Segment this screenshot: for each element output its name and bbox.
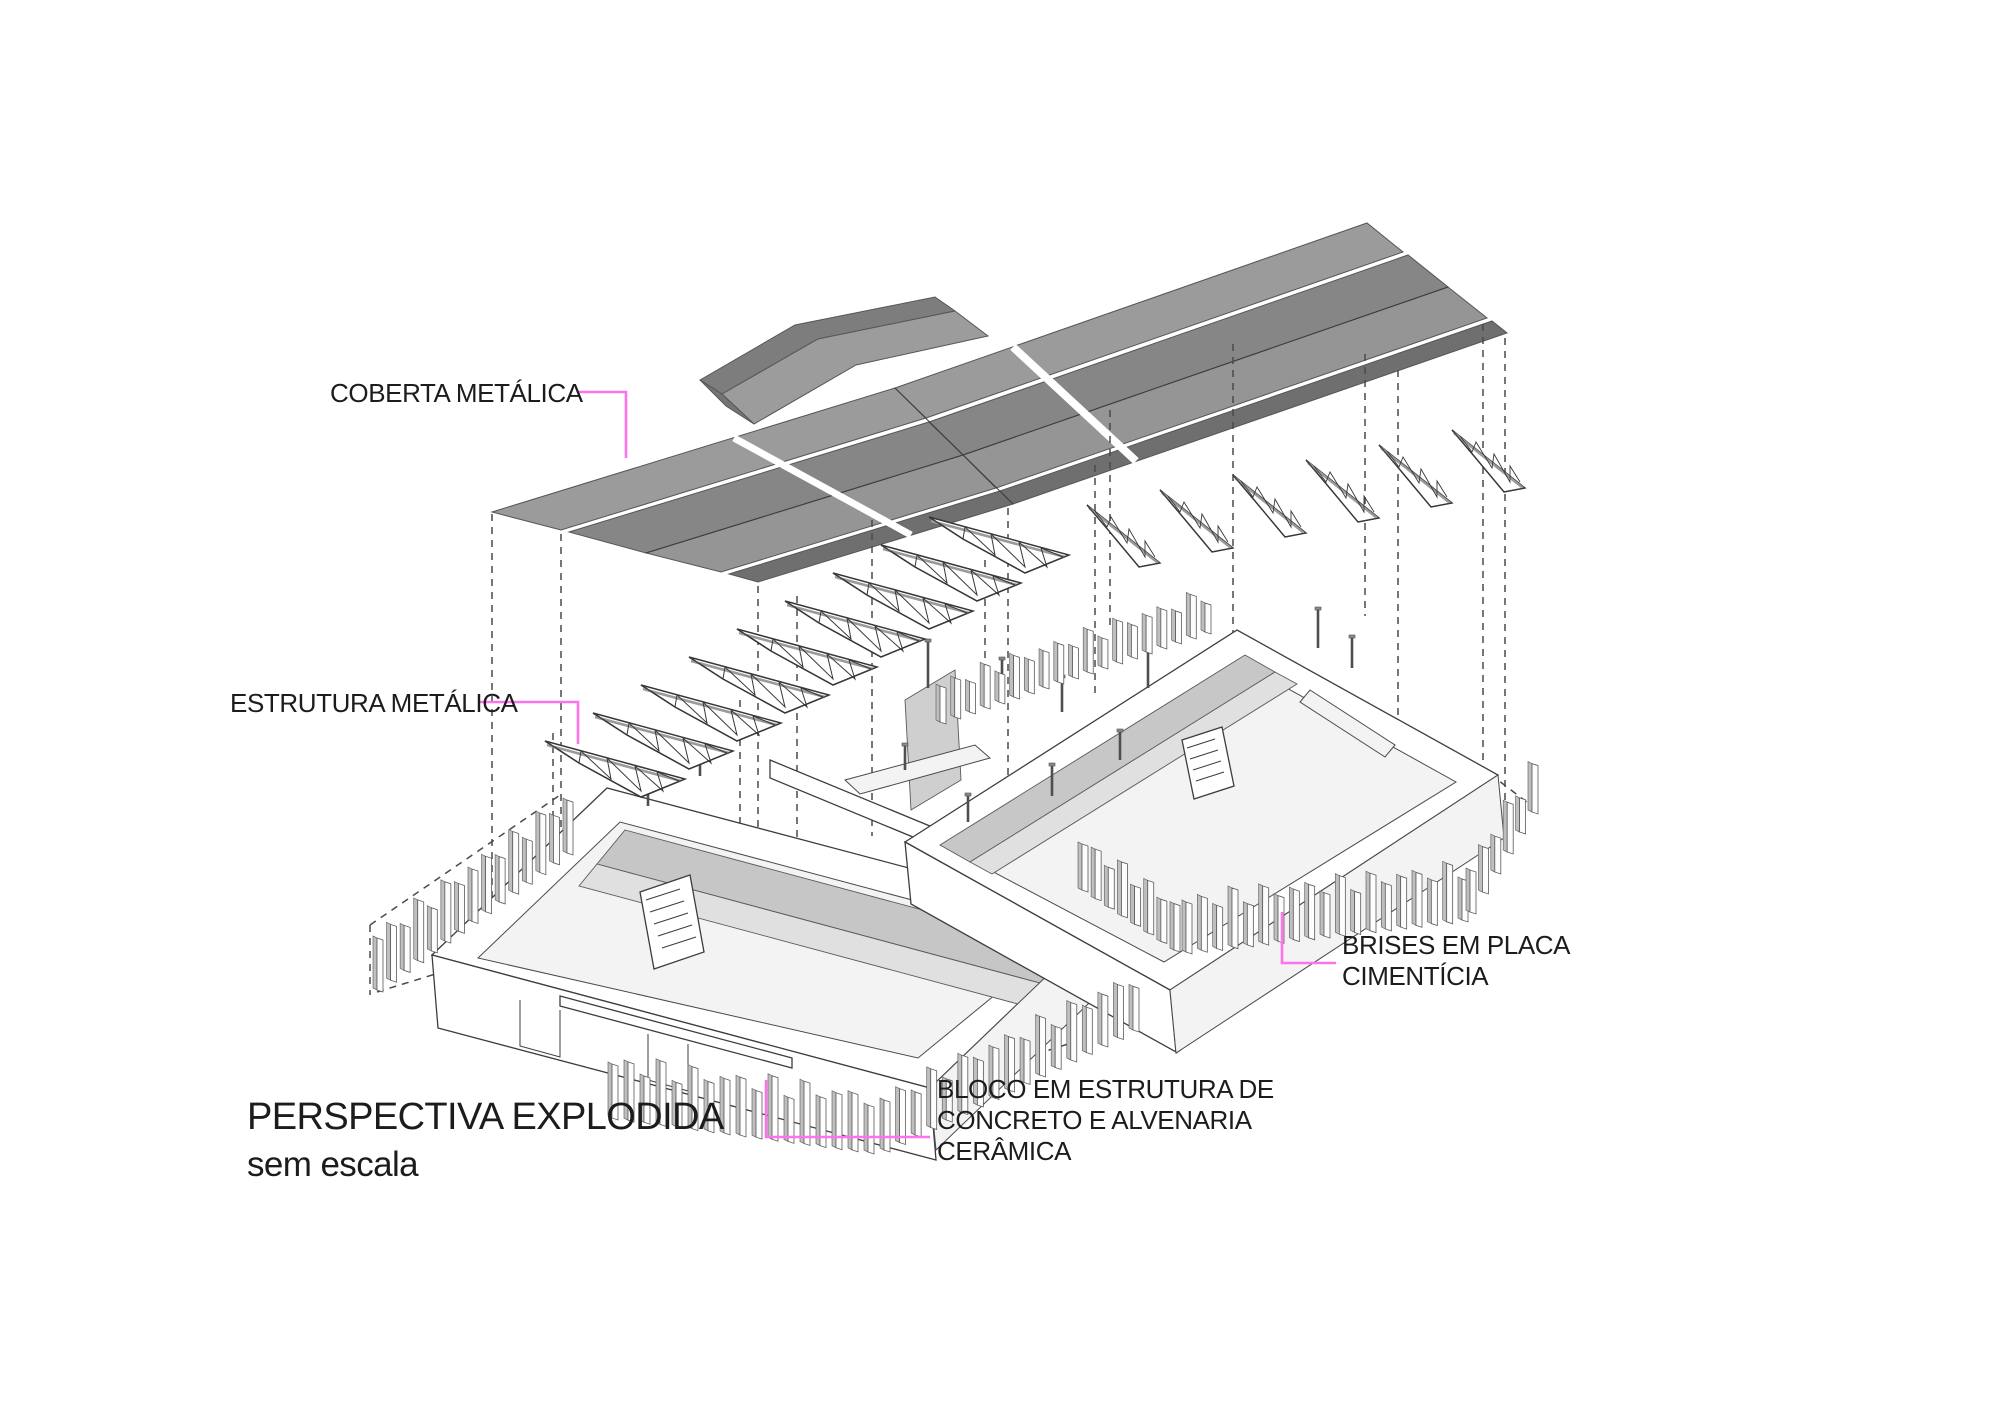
leader-lines xyxy=(480,390,1336,1139)
leader-line-estrutura xyxy=(480,700,580,744)
label-bloco-line3: CERÂMICA xyxy=(937,1136,1072,1166)
leader-line-coberta xyxy=(578,390,628,458)
leader-line-brises xyxy=(1280,912,1336,965)
drawing-title: PERSPECTIVA EXPLODIDA xyxy=(247,1096,724,1138)
label-estrutura-metalica: ESTRUTURA METÁLICA xyxy=(230,688,518,718)
metal-roof-drawing xyxy=(490,222,1509,583)
brise-fins-drawing xyxy=(372,591,1539,1155)
label-bloco: BLOCO EM ESTRUTURA DE CONCRETO E ALVENAR… xyxy=(937,1074,1274,1167)
label-brises: BRISES EM PLACA CIMENTÍCIA xyxy=(1342,930,1570,992)
drawing-scale-note: sem escala xyxy=(247,1145,419,1184)
label-bloco-line2: CONCRETO E ALVENARIA xyxy=(937,1105,1252,1135)
label-coberta-metalica: COBERTA METÁLICA xyxy=(330,378,583,408)
leader-line-bloco xyxy=(764,1080,930,1139)
drawing-title-block: PERSPECTIVA EXPLODIDA sem escala xyxy=(247,1094,724,1188)
label-bloco-line1: BLOCO EM ESTRUTURA DE xyxy=(937,1074,1274,1104)
label-brises-line1: BRISES EM PLACA xyxy=(1342,930,1571,960)
label-brises-line2: CIMENTÍCIA xyxy=(1342,961,1489,991)
